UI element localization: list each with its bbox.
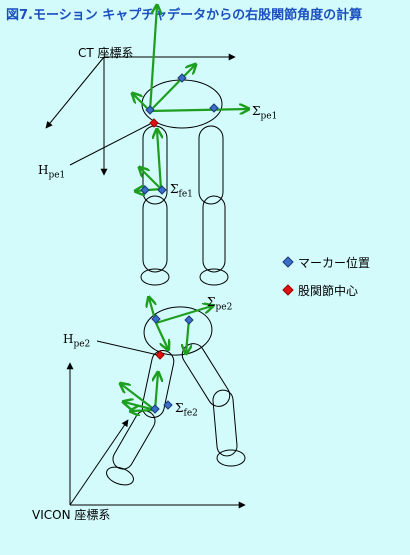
left-thigh [198, 125, 224, 205]
sigma-fe2-y-vector [155, 373, 158, 411]
marker-thigh-b [157, 185, 167, 195]
sigma-pe1-x-vector [149, 109, 248, 111]
ct-coordinate-frame [45, 53, 236, 176]
pelvis-outline-2 [143, 306, 213, 356]
sigma-pe1-label: Σpe1 [252, 104, 278, 122]
legend-hip-swatch [282, 284, 294, 296]
sigma-pe1-y-vector [148, 6, 157, 112]
lower-body-figure [106, 306, 246, 486]
h-pe2-label: Hpe2 [63, 332, 91, 350]
sigma-fe1-label: Σfe1 [170, 182, 193, 200]
lower-vectors [121, 298, 212, 411]
sigma-pe1-z-vector [149, 65, 195, 112]
marker-pelvis-right [209, 103, 219, 113]
h-pe2-leader [96, 340, 159, 356]
marker-pelvis2-top [151, 314, 161, 324]
hip-joint-centers [149, 118, 294, 360]
marker-positions [140, 73, 294, 414]
figure-title: 図7.モーション キャプチャデータからの右股関節角度の計算 [6, 8, 363, 23]
ct-z-axis [45, 56, 105, 129]
hip-center-2 [155, 350, 165, 360]
sigma-fe2-z-vector [121, 384, 156, 411]
marker-pelvis2-right [184, 315, 194, 325]
marker-pelvis-top [177, 73, 187, 83]
left-foot [199, 268, 229, 286]
sigma-pe2-label: Σpe2 [207, 295, 233, 313]
legend-marker-position: マーカー位置 [298, 256, 371, 270]
marker-thigh2-a [150, 404, 160, 414]
sigma-pe2-aux-vector [186, 318, 189, 353]
vicon-coordinate-frame [66, 362, 246, 509]
vicon-frame-label: VICON 座標系 [32, 508, 111, 522]
upper-body-figure [140, 79, 229, 286]
upper-vectors [133, 6, 248, 191]
legend-marker-swatch [282, 256, 294, 268]
sigma-fe1-y-vector [157, 130, 161, 190]
sigma-pe2-z-vector [155, 322, 168, 349]
right-foot [140, 268, 170, 286]
legend-hip-joint-center: 股関節中心 [298, 284, 359, 298]
h-pe1-label: Hpe1 [38, 163, 66, 181]
marker-thigh2-b [163, 400, 173, 410]
marker-thigh-a [140, 185, 150, 195]
leader-lines [69, 123, 159, 356]
right-foot-2 [106, 466, 134, 486]
ct-frame-label: CT 座標系 [78, 46, 134, 60]
sigma-fe1-z-vector [140, 168, 162, 190]
left-foot-2 [216, 449, 246, 467]
right-shank [142, 195, 168, 273]
sigma-pe2-x-vector [155, 306, 212, 325]
marker-pelvis-left [145, 105, 155, 115]
hip-center-1 [149, 118, 159, 128]
sigma-fe2-label: Σfe2 [175, 401, 198, 419]
left-shank [202, 195, 226, 273]
left-shank-2 [212, 389, 238, 457]
h-pe1-leader [69, 123, 151, 166]
sigma-fe2-aux-vector [131, 410, 156, 411]
vicon-z-axis [69, 419, 129, 506]
